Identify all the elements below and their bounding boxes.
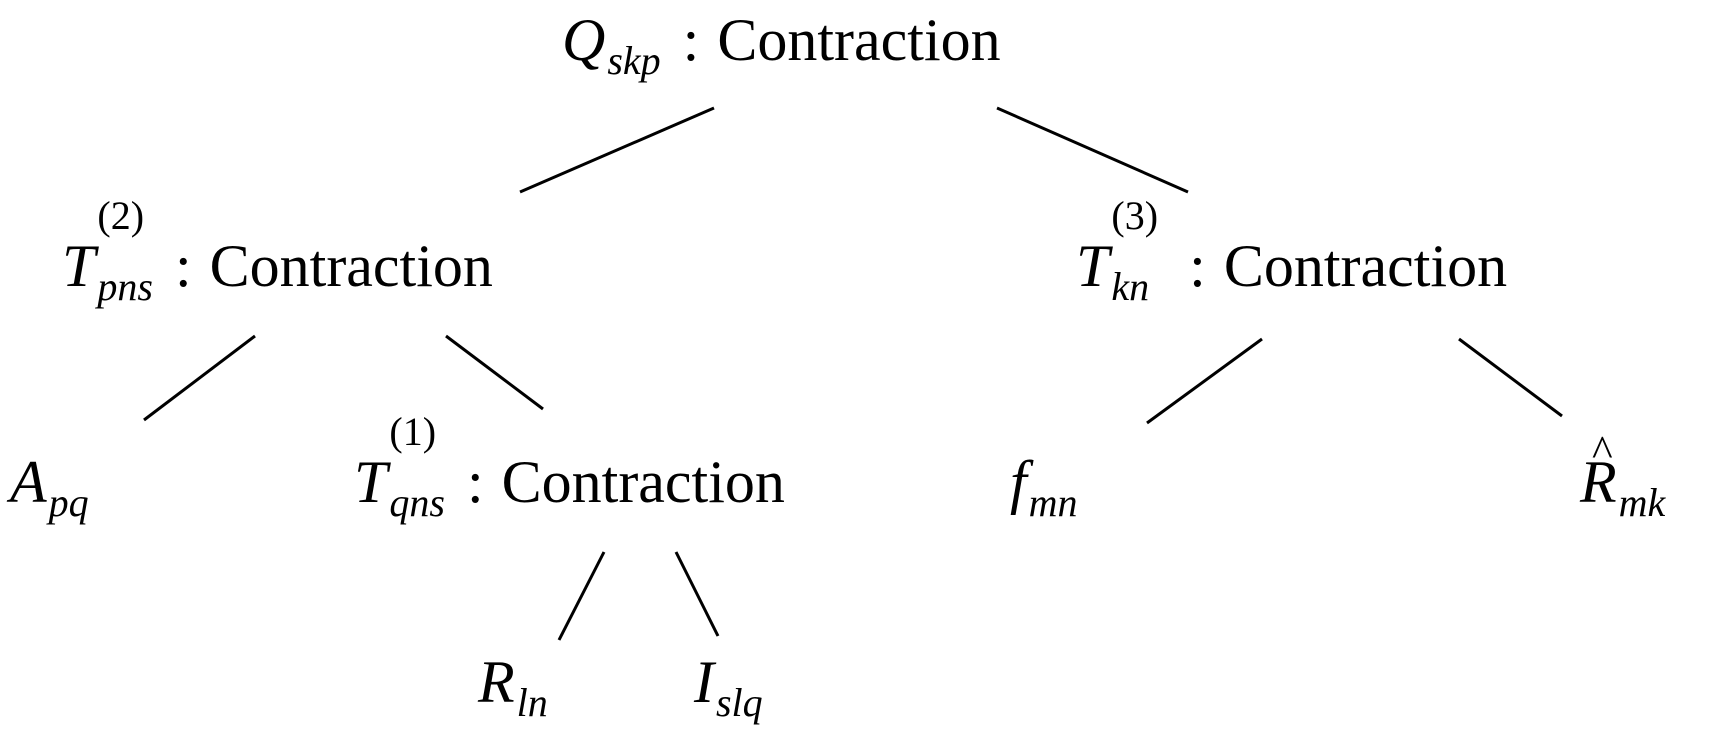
node-rhat-base: R [1580, 449, 1617, 515]
node-rhat-mk: ^Rmk [1580, 430, 1666, 523]
node-t2-scripts: (2) pns [95, 196, 153, 307]
node-q-skp: Qskp: Contraction [562, 7, 1001, 81]
node-a-subscript: pq [48, 480, 89, 525]
node-f-subscript: mn [1028, 480, 1078, 525]
node-t3-base: T [1076, 233, 1110, 299]
node-t2-label: Contraction [209, 233, 493, 299]
node-t2-superscript: (2) [97, 193, 145, 238]
node-t3-subscript: kn [1111, 264, 1150, 309]
node-t2-base: T [62, 233, 96, 299]
node-t3-scripts: (3) kn [1109, 196, 1158, 307]
node-q-label: Contraction [717, 7, 1001, 73]
edge-t1-to-r [557, 551, 606, 641]
node-q-separator: : [682, 7, 700, 73]
node-t1-separator: : [466, 449, 484, 515]
node-f-scripts: mn [1027, 452, 1078, 523]
node-t2-separator: : [174, 233, 192, 299]
node-rhat-base-wrap: ^R [1580, 430, 1617, 515]
edge-t2-to-t1 [445, 334, 544, 411]
node-a-pq: Apq [10, 449, 89, 523]
node-i-scripts: slq [714, 652, 763, 723]
node-t1-qns: T(1) qns: Contraction [354, 412, 785, 523]
node-r-base: R [478, 649, 515, 715]
edge-q-to-t2 [519, 106, 715, 194]
node-i-slq: Islq [694, 649, 763, 723]
node-t1-base: T [354, 449, 388, 515]
node-q-base: Q [562, 7, 606, 73]
node-i-base: I [694, 649, 714, 715]
node-f-base: f [1010, 449, 1027, 515]
edge-q-to-t3 [996, 106, 1189, 194]
node-t1-scripts: (1) qns [387, 412, 445, 523]
node-a-base: A [10, 449, 47, 515]
node-t3-label: Contraction [1223, 233, 1508, 299]
edge-t1-to-i [674, 551, 720, 637]
node-a-scripts: pq [47, 452, 89, 523]
node-t1-label: Contraction [501, 449, 785, 515]
edge-t3-to-f [1146, 337, 1263, 425]
node-t1-superscript: (1) [389, 409, 437, 454]
node-i-subscript: slq [715, 680, 763, 725]
edge-t2-to-a [143, 334, 256, 422]
node-r-subscript: ln [516, 680, 548, 725]
node-rhat-scripts: mk [1617, 452, 1666, 523]
hat-accent-icon: ^ [1592, 427, 1613, 476]
node-q-scripts: skp [605, 10, 660, 81]
node-t1-subscript: qns [389, 480, 445, 525]
node-t3-kn: T(3) kn: Contraction [1076, 196, 1508, 307]
node-t3-separator: : [1189, 233, 1206, 299]
node-t2-subscript: pns [97, 264, 153, 309]
node-rhat-subscript: mk [1618, 480, 1666, 525]
node-t2-pns: T(2) pns: Contraction [62, 196, 493, 307]
node-q-subscript: skp [607, 38, 661, 83]
edge-t3-to-rhat [1458, 337, 1563, 418]
node-r-ln: Rln [478, 649, 548, 723]
node-t3-superscript: (3) [1111, 193, 1159, 238]
node-r-scripts: ln [515, 652, 548, 723]
node-f-mn: fmn [1010, 449, 1078, 523]
